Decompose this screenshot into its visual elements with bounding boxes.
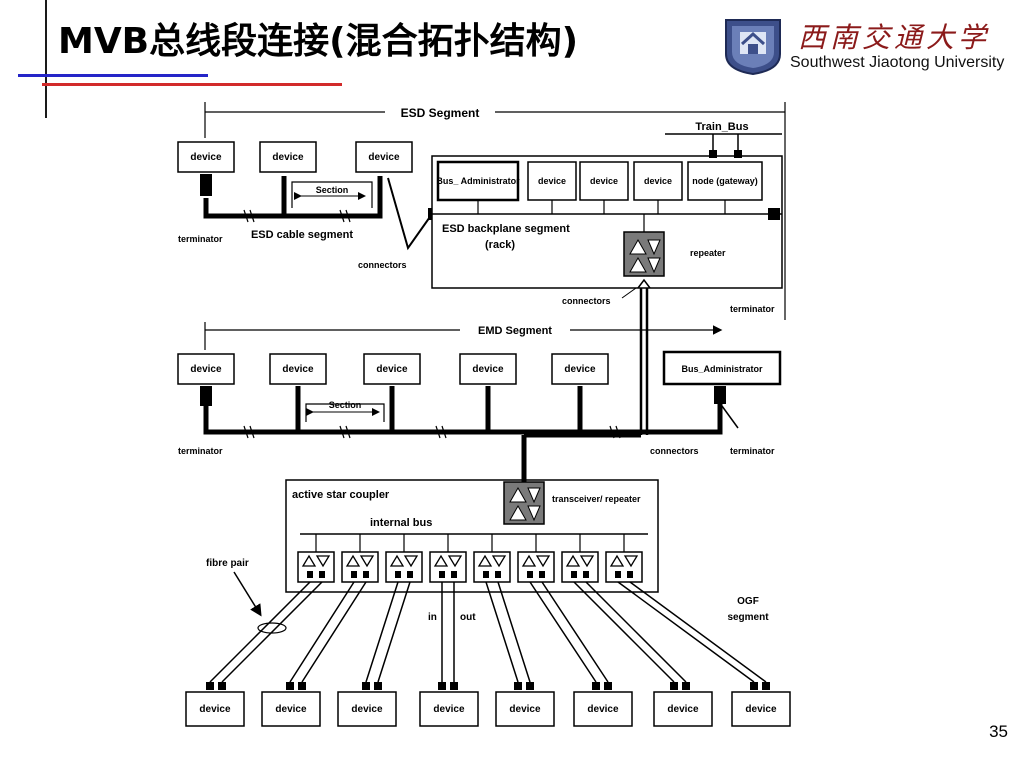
emd-devices: device device device device device Bus_A… xyxy=(177,350,782,386)
mvb-topology-diagram: ESD Segment device device device Section… xyxy=(177,102,791,727)
rack-connectors-label: connectors xyxy=(562,296,611,306)
rack-device-1-label: device xyxy=(538,176,566,186)
fibre-in-label: in xyxy=(428,612,437,623)
ogf-device-7-label: device xyxy=(667,704,699,715)
rack-rack-label: (rack) xyxy=(485,239,515,251)
ogf-devices: device device device device device devic… xyxy=(185,682,791,727)
emd-connectors-label: connectors xyxy=(650,446,699,456)
rack-device-3-label: device xyxy=(644,176,672,186)
fibre-out-label: out xyxy=(460,612,476,623)
ogf-fibres: fibre pair in out OGF segment xyxy=(206,558,769,683)
rack-backplane-label: ESD backplane segment xyxy=(442,223,570,235)
emd-device-4-label: device xyxy=(472,364,504,375)
ogf-device-1-label: device xyxy=(199,704,231,715)
emd-segment-span: EMD Segment xyxy=(204,322,723,350)
emd-cable: Section terminator connectors terminator xyxy=(178,386,775,456)
train-bus: Train_Bus xyxy=(665,121,782,158)
ogf-device-3-label: device xyxy=(351,704,383,715)
coupler-transceiver-label: transceiver/ repeater xyxy=(552,494,641,504)
emd-segment-label: EMD Segment xyxy=(478,325,552,337)
esd-terminator-label: terminator xyxy=(178,234,223,244)
rack-to-coupler-link xyxy=(639,288,649,435)
ogf-device-5-label: device xyxy=(509,704,541,715)
emd-terminator-left-label: terminator xyxy=(178,446,223,456)
esd-device-3-label: device xyxy=(368,152,400,163)
rack-node-gateway xyxy=(687,161,763,201)
esd-section-label: Section xyxy=(316,185,349,195)
emd-bus-administrator xyxy=(662,350,782,386)
university-english-name: Southwest Jiaotong University xyxy=(790,54,1005,71)
ogf-device-4-label: device xyxy=(433,704,465,715)
esd-rack: Bus_ Administrator device device device … xyxy=(431,155,783,289)
esd-terminator-plug xyxy=(200,174,212,196)
esd-device-1-label: device xyxy=(190,152,222,163)
rack-bus-administrator-label: Bus_ Administrator xyxy=(436,176,520,186)
emd-section-label: Section xyxy=(329,400,362,410)
esd-device-3: device xyxy=(355,141,413,173)
university-chinese-name: 西南交通大学 xyxy=(798,21,991,54)
rack-node-gateway-label: node (gateway) xyxy=(692,176,758,186)
rack-terminator-label: terminator xyxy=(730,304,775,314)
page-number: 35 xyxy=(989,722,1008,741)
ogf-segment-label-line2: segment xyxy=(727,612,769,623)
rack-bus-administrator xyxy=(436,160,520,202)
university-logo: 西南交通大学 Southwest Jiaotong University xyxy=(716,10,1006,80)
esd-connectors-label: connectors xyxy=(358,260,407,270)
esd-cable: Section ESD cable segment terminator con… xyxy=(178,174,440,270)
train-bus-label: Train_Bus xyxy=(695,121,748,133)
title-vertical-rule xyxy=(45,0,47,118)
coupler-title: active star coupler xyxy=(292,489,390,501)
rack-device-2-label: device xyxy=(590,176,618,186)
rack-repeater-label: repeater xyxy=(690,248,726,258)
slide-title: MVB总线段连接(混合拓扑结构) xyxy=(58,21,579,62)
ogf-device-2-label: device xyxy=(275,704,307,715)
emd-device-5-label: device xyxy=(564,364,596,375)
emd-terminator-right-label: terminator xyxy=(730,446,775,456)
emd-device-3-label: device xyxy=(376,364,408,375)
title-red-underline xyxy=(42,83,342,86)
esd-device-2-label: device xyxy=(272,152,304,163)
ogf-device-6-label: device xyxy=(587,704,619,715)
esd-cable-segment-label: ESD cable segment xyxy=(251,229,353,241)
esd-segment-label: ESD Segment xyxy=(401,106,480,120)
active-star-coupler: active star coupler internal bus transce… xyxy=(285,432,659,593)
emd-device-1-label: device xyxy=(190,364,222,375)
esd-device-1: device xyxy=(177,141,235,173)
emd-device-2-label: device xyxy=(282,364,314,375)
emd-bus-administrator-label: Bus_Administrator xyxy=(681,364,763,374)
ogf-device-8-label: device xyxy=(745,704,777,715)
fibre-pair-label: fibre pair xyxy=(206,558,249,569)
esd-segment-span: ESD Segment xyxy=(204,102,786,320)
ogf-segment-label-line1: OGF xyxy=(737,596,759,607)
esd-device-2: device xyxy=(259,141,317,173)
university-seal-icon xyxy=(725,19,781,76)
coupler-internal-bus-label: internal bus xyxy=(370,517,432,529)
title-blue-underline xyxy=(18,74,208,77)
